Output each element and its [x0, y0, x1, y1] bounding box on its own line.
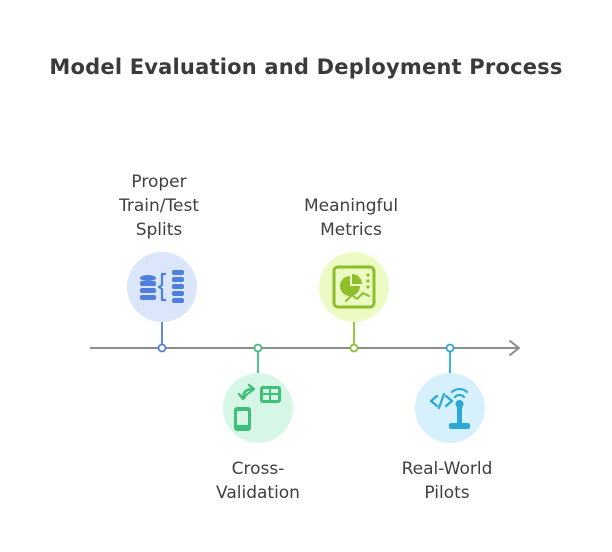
step-label-real-world-pilots: Real-World Pilots [372, 457, 522, 505]
timeline-marker-3 [349, 343, 359, 353]
step-label-line: Metrics [320, 220, 382, 240]
metrics-dashboard-icon [332, 265, 376, 309]
step-2-circle [223, 373, 293, 443]
step-label-line: Train/Test [119, 196, 199, 216]
step-label-meaningful-metrics: Meaningful Metrics [276, 194, 426, 242]
timeline-marker-4 [445, 343, 455, 353]
step-1-circle [127, 252, 197, 322]
step-4-node [415, 373, 485, 443]
step-label-line: Validation [216, 483, 300, 503]
step-label-line: Pilots [424, 483, 470, 503]
step-label-line: Cross- [231, 459, 285, 479]
robot-arm-signal-icon [429, 387, 470, 429]
step-label-line: Proper [131, 172, 187, 192]
cross-device-swap-icon [234, 383, 281, 431]
step-4-circle [415, 373, 485, 443]
step-label-line: Real-World [401, 459, 493, 479]
timeline-marker-1 [157, 343, 167, 353]
step-label-line: Splits [135, 220, 183, 240]
timeline-marker-2 [253, 343, 263, 353]
diagram-title: Model Evaluation and Deployment Process [49, 55, 563, 79]
step-1-node [127, 252, 197, 322]
step-label-train-test-splits: Proper Train/Test Splits [84, 170, 234, 242]
step-3-node [319, 252, 389, 322]
step-2-node [223, 373, 293, 443]
step-label-cross-validation: Cross- Validation [183, 457, 333, 505]
timeline-arrowhead [509, 340, 520, 356]
step-label-line: Meaningful [303, 196, 399, 216]
database-split-icon [140, 270, 184, 303]
